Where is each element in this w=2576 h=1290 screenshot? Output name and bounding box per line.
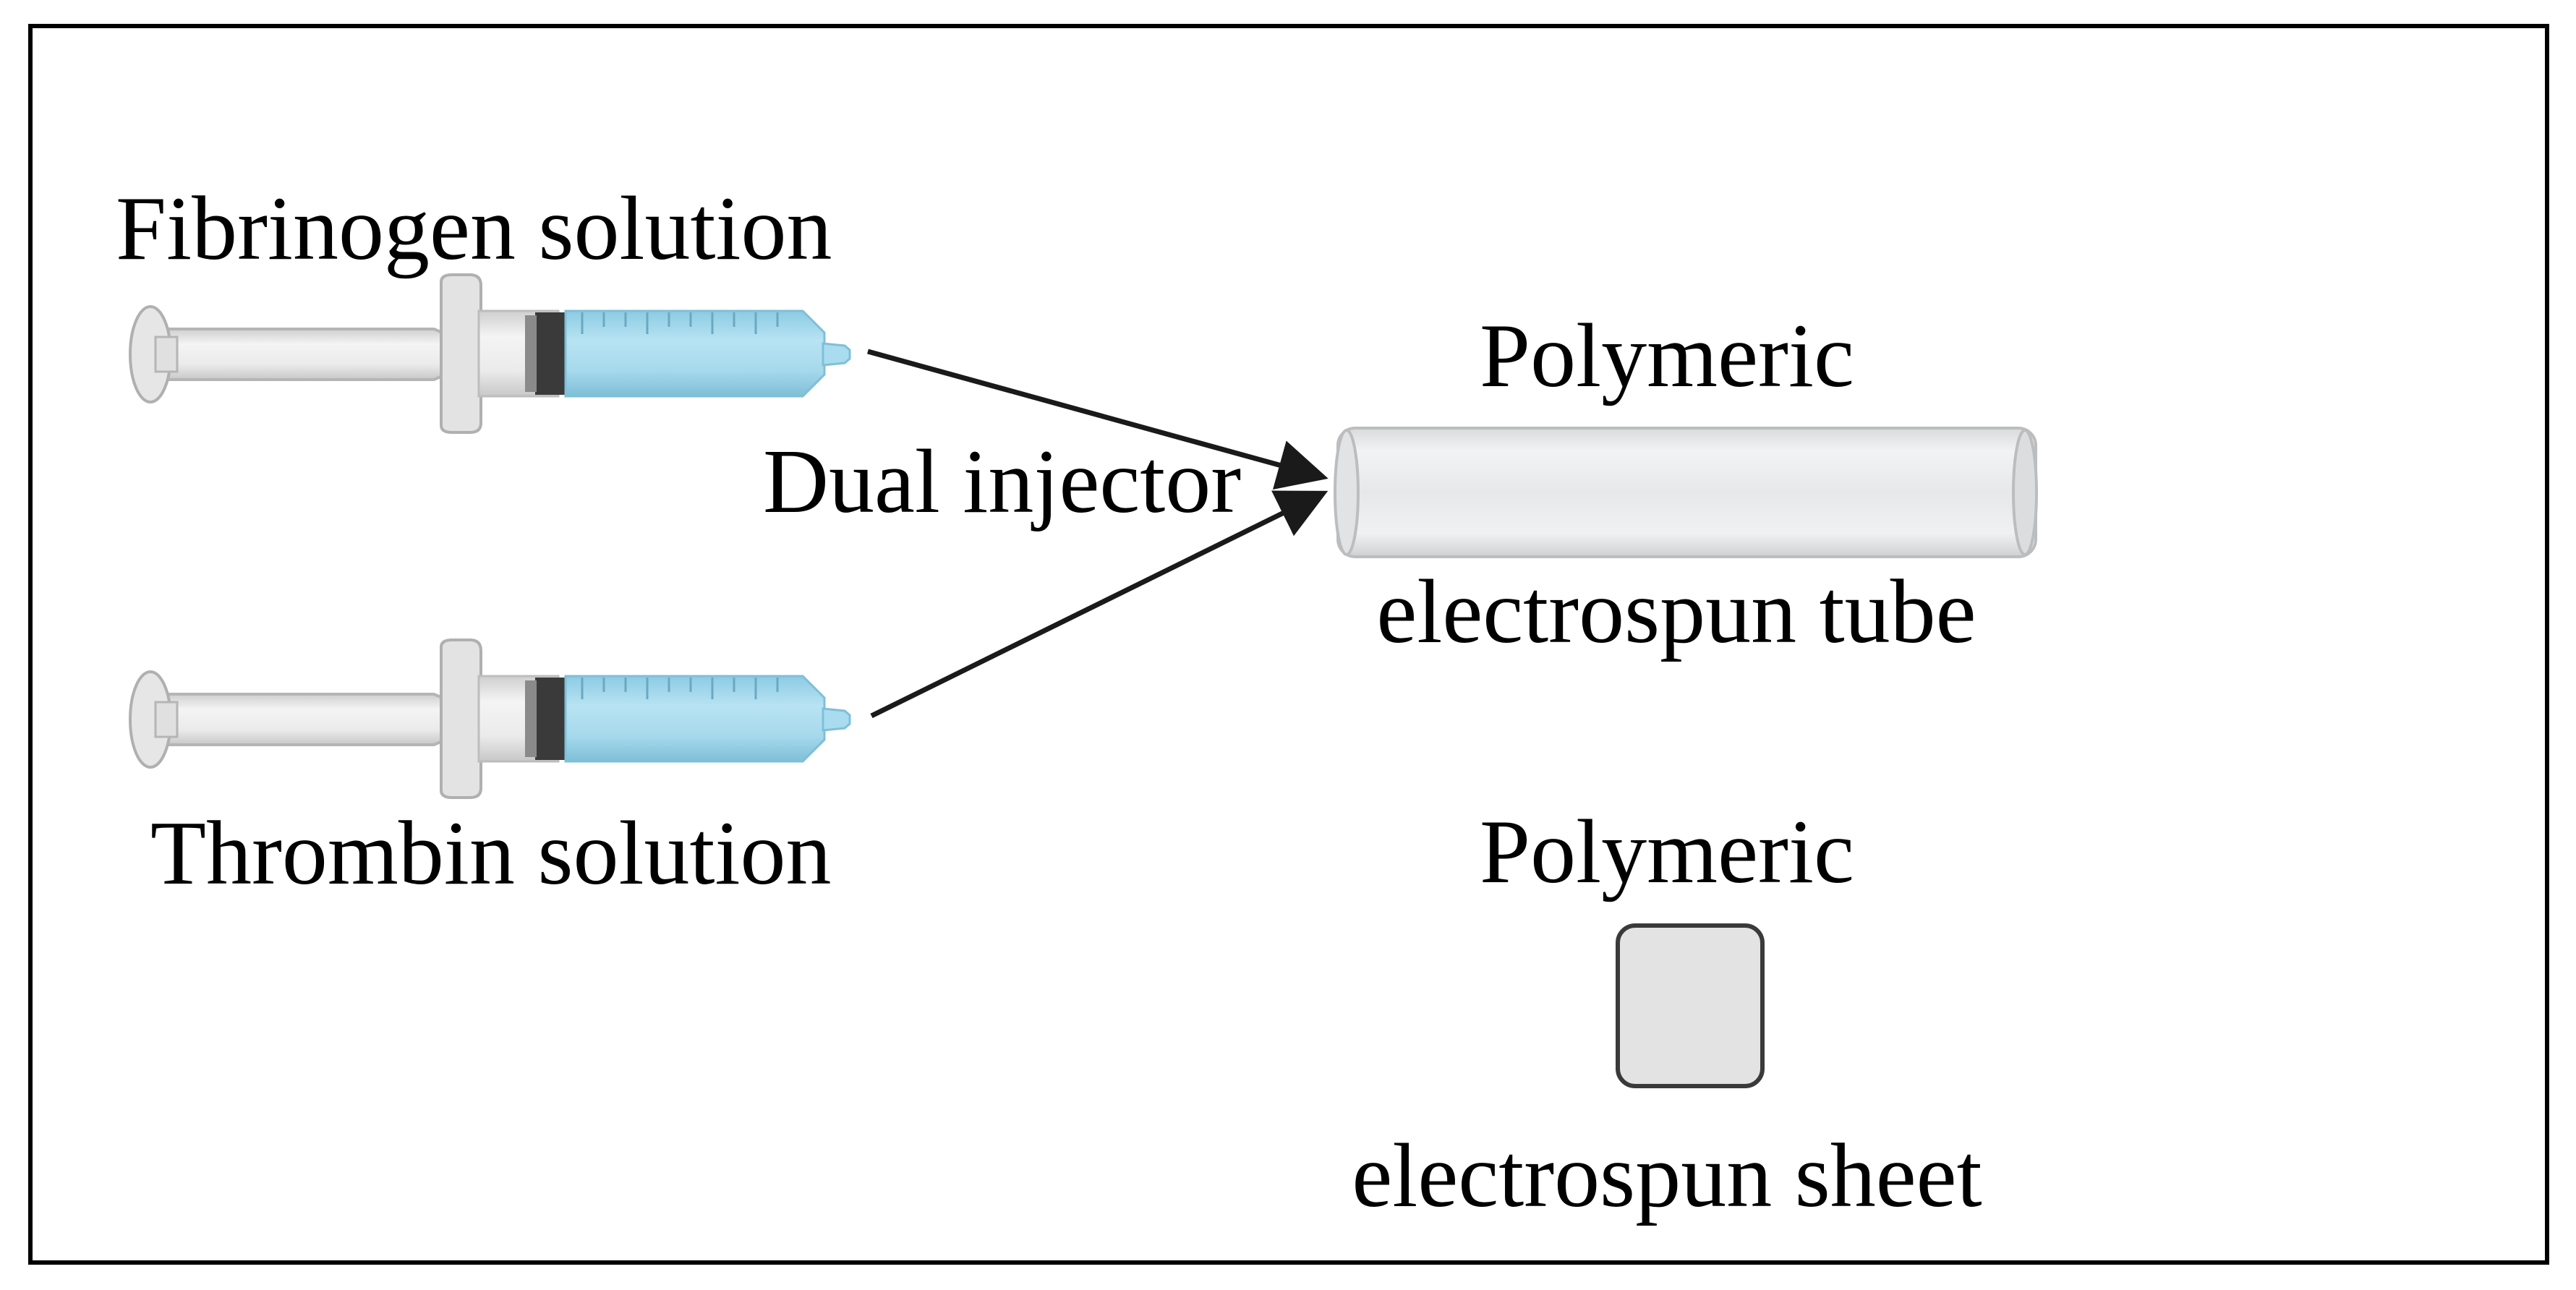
thrombin-syringe-icon — [129, 638, 851, 799]
fibrinogen-label: Fibrinogen solution — [116, 179, 832, 279]
tube-label-top: Polymeric — [1480, 306, 1854, 406]
dual-injector-label: Dual injector — [763, 432, 1241, 532]
fibrinogen-arrow — [867, 349, 1328, 490]
tube-label-bottom: electrospun tube — [1376, 562, 1976, 662]
fibrinogen-syringe-icon — [129, 273, 851, 434]
thrombin-arrow — [870, 490, 1328, 719]
thrombin-label: Thrombin solution — [150, 803, 832, 904]
electrospun-sheet-icon — [1616, 923, 1765, 1088]
electrospun-tube-icon — [1334, 427, 2038, 558]
sheet-label-bottom: electrospun sheet — [1352, 1126, 1982, 1226]
sheet-label-top: Polymeric — [1480, 802, 1854, 902]
